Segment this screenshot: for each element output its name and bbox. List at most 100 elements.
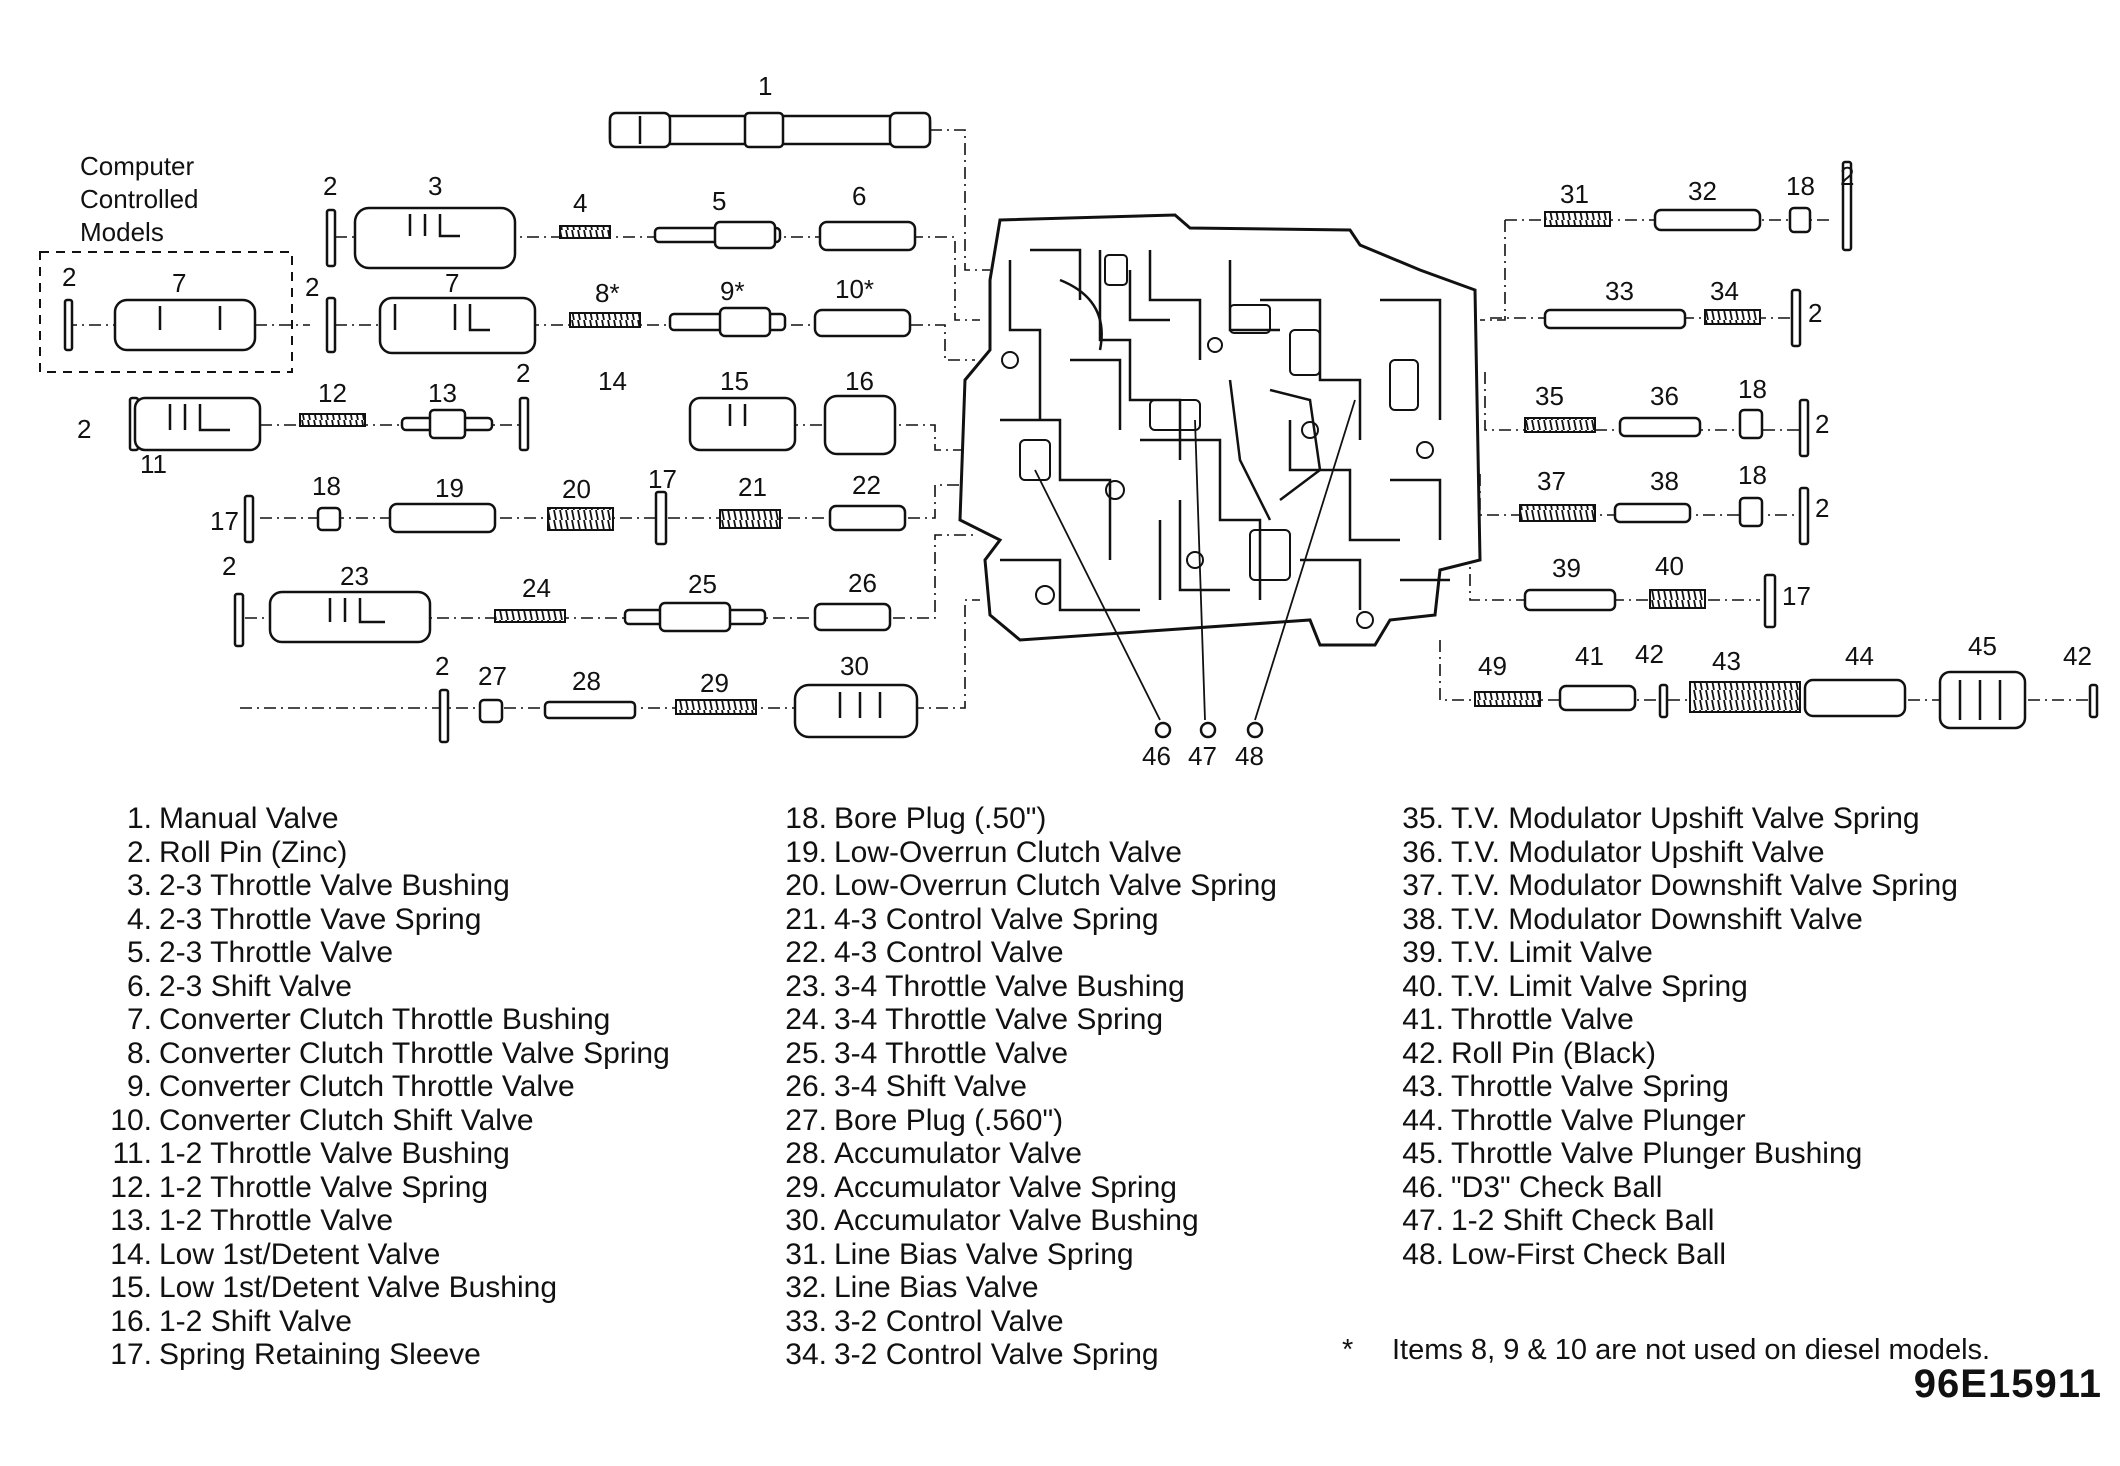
valve-body-casting [958,213,1482,647]
legend-item: 5.2-3 Throttle Valve [100,936,670,970]
callout-1: 1 [758,71,772,101]
legend-item: 42.Roll Pin (Black) [1392,1037,1958,1071]
legend-item: 22.4-3 Control Valve [775,936,1277,970]
legend-item: 47.1-2 Shift Check Ball [1392,1204,1958,1238]
legend-item-number: 6. [126,969,152,1003]
footnote: *Items 8, 9 & 10 are not used on diesel … [1342,1334,1990,1367]
legend-item: 44.Throttle Valve Plunger [1392,1104,1958,1138]
legend-item-text: 2-3 Throttle Valve [159,936,394,969]
valves-and-plugs [316,206,1907,724]
legend-item: 14.Low 1st/Detent Valve [100,1238,670,1272]
legend-item: 4.2-3 Throttle Vave Spring [100,903,670,937]
legend-item: 43.Throttle Valve Spring [1392,1070,1958,1104]
callout-42: 42 [2063,641,2092,671]
legend-item-number: 31. [785,1237,827,1271]
legend-item-text: Throttle Valve [1451,1003,1634,1036]
legend-item: 45.Throttle Valve Plunger Bushing [1392,1137,1958,1171]
legend-item: 26.3-4 Shift Valve [775,1070,1277,1104]
callout-2: 2 [1815,409,1829,439]
legend-item-number: 11. [112,1137,152,1170]
legend-item-number: 12. [110,1170,152,1204]
legend-item-text: Low-Overrun Clutch Valve [834,835,1182,869]
legend-item-text: Low 1st/Detent Valve Bushing [159,1271,558,1304]
legend-item: 3.2-3 Throttle Valve Bushing [100,869,670,903]
callout-27: 27 [478,661,507,691]
legend-item: 31.Line Bias Valve Spring [775,1238,1277,1272]
legend-item-number: 40. [1402,969,1444,1003]
legend-item-number: 35. [1402,802,1444,835]
callout-12: 12 [318,378,347,408]
callout-numbers: 1 2 3 4 5 6 2 7 2 7 8* 9* 10* 2 12 13 2 … [62,71,2092,771]
legend-item-number: 2. [126,835,152,869]
legend-item: 13.1-2 Throttle Valve [100,1204,670,1238]
callout-25: 25 [688,569,717,599]
callout-13: 13 [428,378,457,408]
legend-item-number: 47. [1402,1204,1444,1237]
legend-item-number: 1. [126,802,152,835]
figure-id: 96E15911 [1913,1362,2102,1406]
bushing-slots [158,214,2002,720]
legend-item-number: 9. [126,1070,152,1103]
legend-item-number: 36. [1402,835,1444,869]
legend-item-text: Low-First Check Ball [1451,1237,1727,1271]
legend-item-number: 3. [126,869,152,902]
legend-item-text: 4-3 Control Valve [834,936,1064,969]
legend-item: 32.Line Bias Valve [775,1271,1277,1305]
legend-item: 16.1-2 Shift Valve [100,1305,670,1339]
callout-41: 41 [1575,641,1604,671]
legend-item-number: 15. [110,1271,152,1304]
legend-item-text: 3-2 Control Valve [834,1304,1064,1338]
callout-32: 32 [1688,176,1717,206]
callout-3: 3 [428,171,442,201]
legend-item: 23.3-4 Throttle Valve Bushing [775,970,1277,1004]
callout-14: 14 [598,366,627,396]
legend-item: 1.Manual Valve [100,802,670,836]
legend-item: 6.2-3 Shift Valve [100,970,670,1004]
legend-item: 12.1-2 Throttle Valve Spring [100,1171,670,1205]
computer-controlled-box [39,251,293,373]
callout-2: 2 [435,651,449,681]
legend-item-number: 25. [785,1036,827,1070]
legend-item-text: Roll Pin (Black) [1451,1036,1657,1070]
legend-item-text: Bore Plug (.50") [834,802,1047,835]
legend-item-text: 3-4 Throttle Valve Spring [834,1003,1164,1036]
legend-item-number: 4. [126,902,152,936]
legend-item: 40.T.V. Limit Valve Spring [1392,970,1958,1004]
legend-item-number: 7. [126,1003,152,1036]
legend-item: 34.3-2 Control Valve Spring [775,1338,1277,1372]
legend-item-text: Converter Clutch Throttle Valve Spring [159,1036,670,1070]
legend-item: 11.1-2 Throttle Valve Bushing [100,1137,670,1171]
legend-item-number: 27. [785,1103,827,1137]
callout-8: 8* [595,278,620,308]
callout-18: 18 [1738,460,1767,490]
legend-item-text: 4-3 Control Valve Spring [834,902,1159,936]
legend-item: 20.Low-Overrun Clutch Valve Spring [775,869,1277,903]
callout-33: 33 [1605,276,1634,306]
callout-24: 24 [522,573,551,603]
callout-7: 7 [445,268,459,298]
legend-item-number: 10. [110,1103,152,1137]
legend-item-text: Line Bias Valve [834,1271,1039,1304]
callout-26: 26 [848,568,877,598]
legend-item-number: 32. [785,1271,827,1304]
legend-item: 39.T.V. Limit Valve [1392,936,1958,970]
callout-18: 18 [1786,171,1815,201]
legend-item-number: 18. [785,802,827,835]
legend-item-text: Accumulator Valve [834,1137,1082,1170]
legend-item-number: 48. [1402,1237,1444,1271]
callout-2: 2 [305,272,319,302]
legend-item-text: Manual Valve [159,802,339,835]
legend-item-text: Low 1st/Detent Valve [159,1237,441,1271]
legend-item: 10.Converter Clutch Shift Valve [100,1104,670,1138]
callout-2: 2 [77,414,91,444]
legend-item-number: 20. [785,869,827,902]
legend-item-number: 45. [1402,1137,1444,1170]
legend-item: 9.Converter Clutch Throttle Valve [100,1070,670,1104]
legend-item-number: 30. [785,1204,827,1237]
callout-40: 40 [1655,551,1684,581]
legend-item: 2.Roll Pin (Zinc) [100,836,670,870]
legend-item-number: 8. [126,1036,152,1070]
legend-item-text: 2-3 Throttle Valve Bushing [159,869,510,902]
legend-item: 38.T.V. Modulator Downshift Valve [1392,903,1958,937]
